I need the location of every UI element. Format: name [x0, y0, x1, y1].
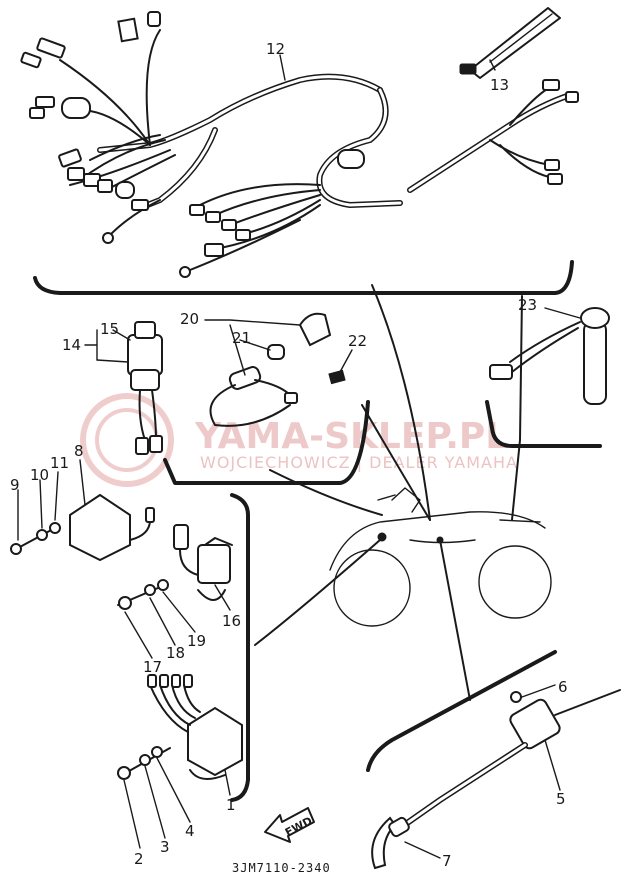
callout-12: 12	[266, 40, 285, 58]
callout-6: 6	[558, 678, 568, 696]
callout-8: 8	[74, 442, 84, 460]
neutral-switch	[209, 312, 346, 427]
callout-1: 1	[226, 796, 236, 814]
section-frames	[33, 260, 602, 802]
callout-4: 4	[185, 822, 195, 840]
callout-15: 15	[100, 320, 119, 338]
callout-2: 2	[134, 850, 144, 868]
callout-20: 20	[180, 310, 199, 328]
callout-22: 22	[348, 332, 367, 350]
callout-11: 11	[50, 454, 69, 472]
callout-13: 13	[490, 76, 509, 94]
rectifier-regulator	[117, 674, 243, 780]
spark-plug-lead	[371, 689, 621, 870]
callout-21: 21	[232, 329, 251, 347]
callout-5: 5	[556, 790, 566, 808]
callout-14: 14	[62, 336, 81, 354]
callout-7: 7	[442, 852, 452, 870]
callout-leaders	[17, 54, 581, 859]
callout-16: 16	[222, 612, 241, 630]
main-switch	[127, 321, 163, 455]
callout-3: 3	[160, 838, 170, 856]
cable-tie	[459, 7, 561, 79]
callout-18: 18	[166, 644, 185, 662]
fuse-holder	[489, 307, 610, 405]
atv-outline	[329, 487, 552, 627]
callout-23: 23	[518, 296, 537, 314]
ignition-coil	[117, 524, 233, 610]
callout-10: 10	[30, 466, 49, 484]
forward-arrow-icon: FWD	[264, 807, 315, 843]
callout-19: 19	[187, 632, 206, 650]
callout-9: 9	[10, 476, 20, 494]
callout-numbers: 12 13 15 14 20 21 22 23 8 9 10 11 16 17 …	[10, 40, 568, 870]
watermark-title: YAMA-SKLEP.PL	[194, 416, 508, 457]
leader-lines	[254, 284, 523, 701]
watermark-logo-icon	[80, 393, 174, 487]
wire-harness	[20, 11, 579, 278]
callout-17: 17	[143, 658, 162, 676]
cdi-unit	[10, 493, 155, 562]
diagram-code: 3JM7110-2340	[232, 861, 331, 875]
